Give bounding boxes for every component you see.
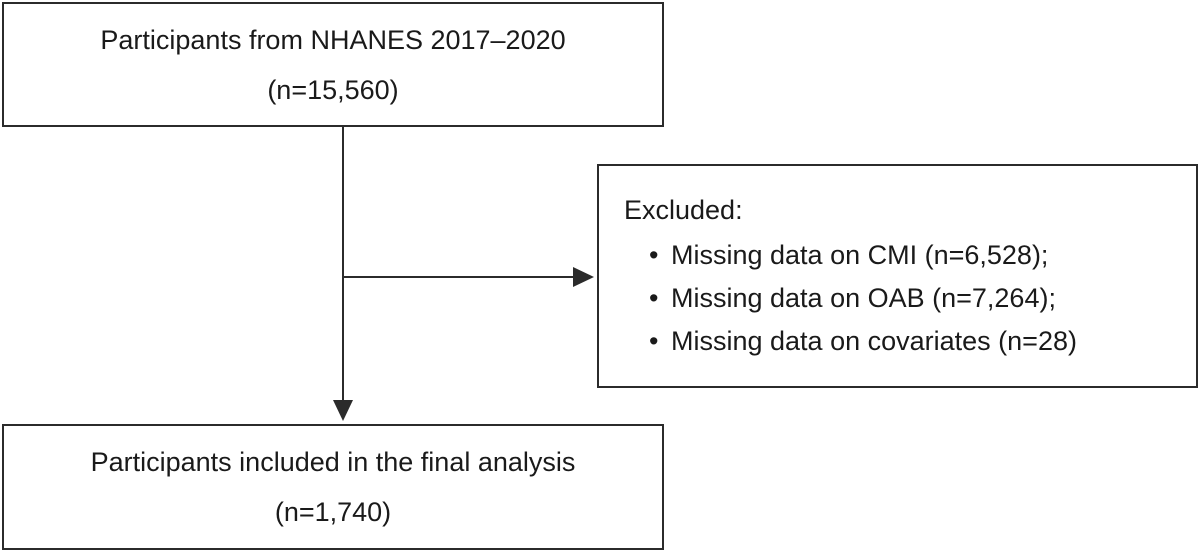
exclusion-box: Excluded: • Missing data on CMI (n=6,528… (597, 164, 1198, 388)
down-arrow-head (333, 400, 353, 421)
source-population-box: Participants from NHANES 2017–2020 (n=15… (2, 2, 664, 127)
exclusion-heading: Excluded: (624, 195, 743, 225)
final-analysis-count: (n=1,740) (274, 497, 392, 527)
final-analysis-box: Participants included in the final analy… (2, 424, 664, 550)
bullet-icon: • (649, 326, 659, 356)
final-analysis-label: Participants included in the final analy… (90, 447, 576, 477)
source-population-count: (n=15,560) (267, 74, 399, 105)
bullet-icon: • (649, 240, 659, 270)
source-population-label: Participants from NHANES 2017–2020 (100, 24, 566, 55)
exclusion-item-text: Missing data on CMI (n=6,528); (671, 240, 1049, 270)
exclusion-item: • Missing data on OAB (n=7,264); (649, 281, 1077, 324)
exclusion-item: • Missing data on CMI (n=6,528); (649, 238, 1077, 281)
right-arrow-head (573, 267, 594, 287)
bullet-icon: • (649, 283, 659, 313)
exclusion-item: • Missing data on covariates (n=28) (649, 324, 1077, 367)
exclusion-item-text: Missing data on OAB (n=7,264); (671, 283, 1056, 313)
exclusion-list: • Missing data on CMI (n=6,528); • Missi… (649, 238, 1077, 367)
exclusion-item-text: Missing data on covariates (n=28) (671, 326, 1077, 356)
